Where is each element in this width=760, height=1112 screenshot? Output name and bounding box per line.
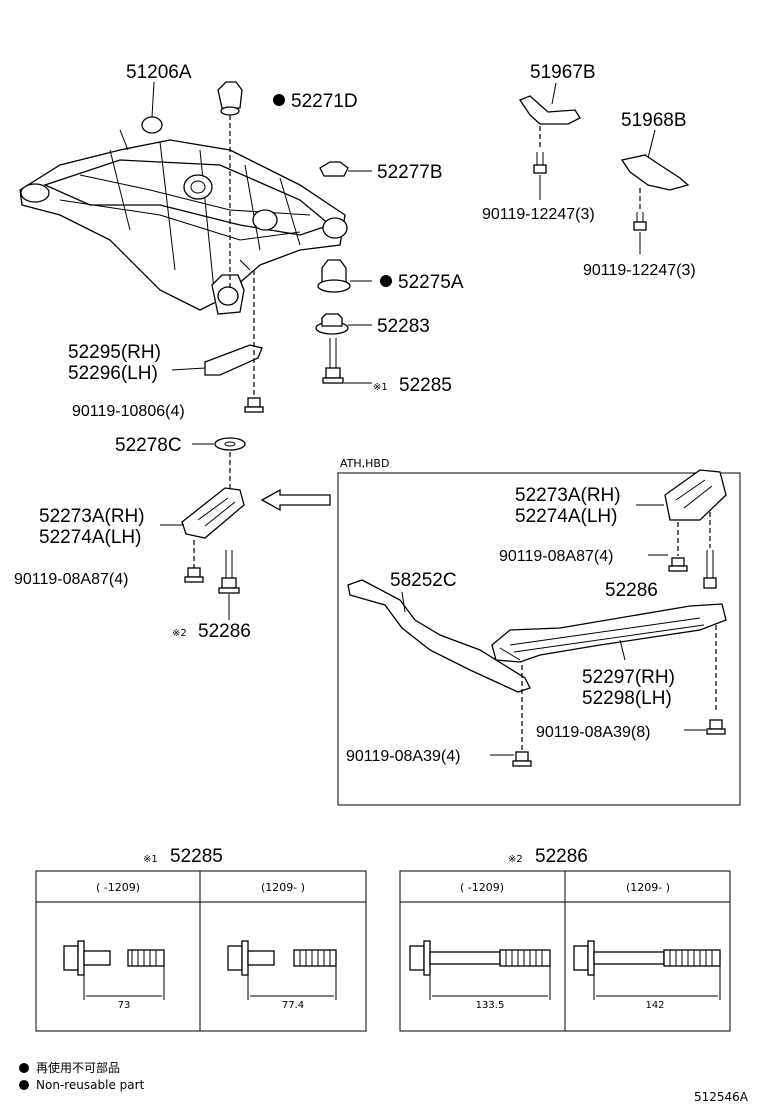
bolt-52285-long-drawing bbox=[227, 940, 337, 1000]
bracket-51967b-drawing bbox=[519, 95, 581, 125]
label-cushion-stopper: 52277B bbox=[377, 162, 443, 183]
table1-dim1: 73 bbox=[118, 1000, 131, 1011]
bolt-12247-drawing bbox=[533, 152, 547, 174]
cushion-stopper-drawing bbox=[319, 161, 349, 177]
table1-col1: ( -1209) bbox=[96, 881, 140, 894]
table1-dim2: 77.4 bbox=[282, 1000, 304, 1011]
legend-jp: 再使用不可部品 bbox=[36, 1060, 120, 1075]
bolt-52285-drawing bbox=[322, 338, 344, 384]
label-bolt-52286: 52286 bbox=[198, 621, 251, 642]
cushion-upper-drawing bbox=[317, 259, 351, 293]
label-brace-rh: 52273A(RH) bbox=[39, 506, 145, 527]
stopper-drawing bbox=[217, 81, 243, 116]
table2 bbox=[399, 870, 731, 1032]
box-brace-drawing bbox=[664, 469, 727, 521]
bolt-52285-short-drawing bbox=[63, 940, 165, 1000]
table2-dim1: 133.5 bbox=[476, 1000, 505, 1011]
label-bracket-rh: 52295(RH) bbox=[68, 342, 161, 363]
box-bolt-08a39-4-drawing bbox=[512, 751, 532, 767]
label-box-bolt-52286: 52286 bbox=[605, 580, 658, 601]
box-bolt-52286-drawing bbox=[703, 550, 717, 589]
bolt-52286-short-drawing bbox=[409, 940, 551, 1000]
box-plate-drawing bbox=[347, 579, 531, 693]
table2-col2: (1209- ) bbox=[626, 881, 670, 894]
label-box-member-lh: 52298(LH) bbox=[582, 688, 672, 709]
box-member-drawing bbox=[491, 603, 727, 663]
label-bracket-51968: 51968B bbox=[621, 110, 687, 131]
label-bolt-52285: 52285 bbox=[399, 375, 452, 396]
label-bolt-10806: 90119-10806(4) bbox=[72, 403, 185, 420]
label-box-plate: 58252C bbox=[390, 570, 457, 591]
table2-ref-mark: ※2 bbox=[508, 854, 523, 865]
label-stopper-upper: 52271D bbox=[291, 91, 358, 112]
legend-dot-icon bbox=[19, 1080, 29, 1090]
table2-col1: ( -1209) bbox=[460, 881, 504, 894]
table1-col2: (1209- ) bbox=[261, 881, 305, 894]
label-bracket-51967: 51967B bbox=[530, 62, 596, 83]
bolt-52286-drawing bbox=[218, 550, 240, 594]
ath-hbd-box bbox=[337, 472, 741, 806]
washer-drawing bbox=[214, 437, 246, 451]
label-crossmember: 51206A bbox=[126, 62, 192, 83]
bolt-08a87-drawing bbox=[184, 567, 204, 583]
table2-title: 52286 bbox=[535, 846, 588, 867]
bracket-drawing bbox=[204, 344, 263, 376]
bolt-12247-drawing-b bbox=[633, 212, 647, 231]
label-washer: 52278C bbox=[115, 435, 182, 456]
label-bracket-lh: 52296(LH) bbox=[68, 363, 158, 384]
table1-ref-mark: ※1 bbox=[143, 854, 158, 865]
crossmember-drawing bbox=[19, 116, 348, 315]
box-title: ATH,HBD bbox=[340, 457, 389, 470]
bracket-51968b-drawing bbox=[620, 154, 690, 191]
non-reusable-mark bbox=[273, 94, 285, 106]
ref-mark-2: ※2 bbox=[172, 628, 187, 639]
label-bolt-12247-a: 90119-12247(3) bbox=[482, 206, 595, 223]
label-box-brace-lh: 52274A(LH) bbox=[515, 506, 617, 527]
table1 bbox=[35, 870, 367, 1032]
bolt-52286-long-drawing bbox=[573, 940, 721, 1000]
reference-arrow bbox=[260, 488, 331, 512]
label-box-bolt-08a39-8: 90119-08A39(8) bbox=[536, 724, 650, 741]
table1-title: 52285 bbox=[170, 846, 223, 867]
diagram-id: 512546A bbox=[694, 1090, 749, 1104]
ref-mark-1: ※1 bbox=[373, 382, 388, 393]
label-cushion-upper: 52275A bbox=[398, 272, 464, 293]
legend-dot-icon bbox=[19, 1063, 29, 1073]
label-brace-lh: 52274A(LH) bbox=[39, 527, 141, 548]
label-box-member-rh: 52297(RH) bbox=[582, 667, 675, 688]
label-box-bolt-08a39-4: 90119-08A39(4) bbox=[346, 748, 460, 765]
label-bolt-08a87: 90119-08A87(4) bbox=[14, 571, 128, 588]
label-bolt-12247-b: 90119-12247(3) bbox=[583, 262, 696, 279]
non-reusable-mark bbox=[380, 275, 392, 287]
bolt-10806-drawing bbox=[244, 397, 264, 413]
label-box-bolt-08a87: 90119-08A87(4) bbox=[499, 548, 613, 565]
brace-drawing bbox=[181, 487, 245, 539]
cushion-lower-drawing bbox=[315, 313, 349, 335]
box-bolt-08a39-8-drawing bbox=[706, 719, 726, 735]
label-cushion-lower: 52283 bbox=[377, 316, 430, 337]
label-box-brace-rh: 52273A(RH) bbox=[515, 485, 621, 506]
legend-en: Non-reusable part bbox=[36, 1078, 145, 1092]
table2-dim2: 142 bbox=[645, 1000, 664, 1011]
